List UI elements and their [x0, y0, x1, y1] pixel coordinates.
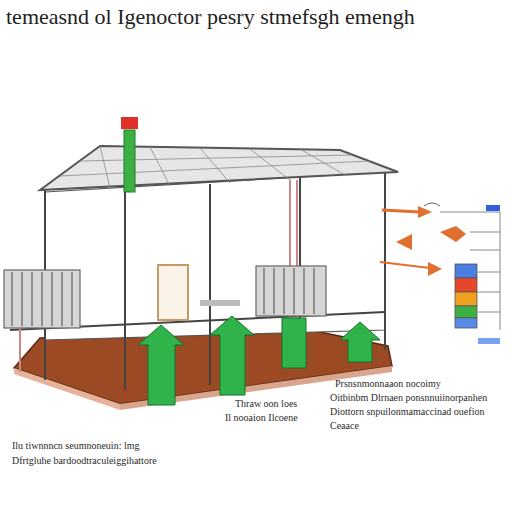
airflow-arrow: [138, 316, 380, 405]
label: Oitbinbm Dlrnaen ponsnnuiinorpanhen: [330, 392, 487, 404]
label: Il nooaion Ilcoene: [225, 412, 298, 424]
blue-bar: [478, 338, 500, 344]
vent-cap: [121, 117, 138, 129]
panel-lines: [440, 212, 500, 330]
label: Diottorn snpuilonmamaccinad ouefion: [330, 406, 484, 418]
label: Prsnsnmonnaaon nocoimy: [335, 378, 441, 390]
title: temeasnd ol Igenoctor pesry stmefsgh eme…: [6, 4, 415, 30]
blue-bar: [486, 205, 500, 211]
flow-arrows: [380, 203, 466, 276]
fence-panel: [4, 266, 326, 328]
vent: [200, 300, 240, 306]
label: Dfrtgluhe bardoodtraculeiggihattore: [12, 455, 157, 467]
color-stack: [455, 264, 477, 328]
roof: [40, 146, 398, 190]
label: Ceaace: [330, 420, 359, 432]
label: Ilu tiwnnncn seumnoneuin: lmg: [12, 440, 140, 452]
label: Thraw oon loes: [235, 398, 297, 410]
door: [158, 265, 188, 320]
vent-stack: [124, 130, 135, 192]
roof-grid: [60, 146, 370, 188]
slab-edge: [14, 368, 120, 410]
